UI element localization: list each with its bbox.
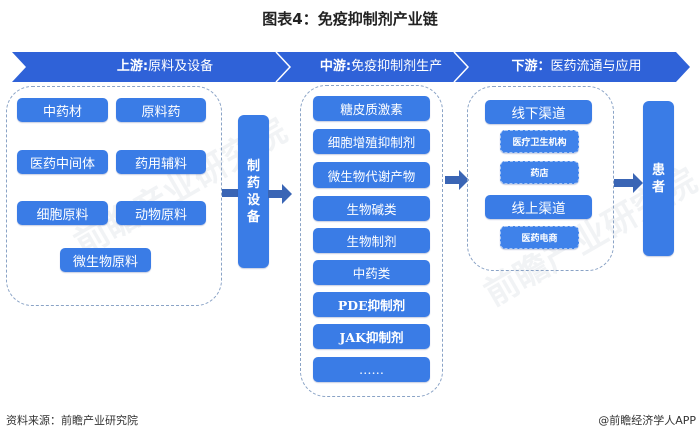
product-box: 中药类 bbox=[313, 260, 430, 285]
channel-item-box: 医疗卫生机构 bbox=[500, 130, 579, 153]
flow-arrow-right-icon bbox=[614, 173, 643, 193]
chart-title: 图表4：免疫抑制剂产业链 bbox=[262, 10, 438, 28]
source-note: 资料来源：前瞻产业研究院 bbox=[6, 414, 138, 427]
product-box: 糖皮质激素 bbox=[313, 96, 430, 121]
flow-arrow-right-icon bbox=[268, 184, 292, 204]
product-box: 微生物代谢产物 bbox=[313, 162, 430, 188]
equipment-box: 制 药 设 备 bbox=[238, 115, 269, 268]
banner-midstream-chevron bbox=[276, 52, 480, 82]
patient-char: 者 bbox=[651, 179, 665, 195]
material-box: 药用辅料 bbox=[116, 150, 206, 174]
channel-item-box: 医药电商 bbox=[500, 226, 579, 249]
upstream-panel bbox=[6, 86, 222, 306]
material-box: 中药材 bbox=[17, 98, 108, 122]
product-box: JAK抑制剂 bbox=[313, 324, 430, 349]
equipment-char: 设 bbox=[246, 192, 260, 208]
offline-channel-box: 线下渠道 bbox=[485, 100, 592, 124]
banner-downstream-label: 下游：医药流通与应用 bbox=[511, 59, 642, 74]
product-box: PDE抑制剂 bbox=[313, 292, 430, 317]
online-channel-box: 线上渠道 bbox=[485, 195, 592, 219]
flow-arrow-right-icon bbox=[445, 170, 469, 190]
product-box: 细胞增殖抑制剂 bbox=[313, 129, 430, 154]
material-box: 原料药 bbox=[116, 98, 206, 122]
downstream-panel bbox=[467, 86, 614, 271]
material-box: 医药中间体 bbox=[17, 150, 108, 174]
flow-arrow bbox=[222, 189, 240, 197]
material-box: 动物原料 bbox=[116, 201, 206, 225]
material-box: 微生物原料 bbox=[60, 248, 151, 272]
banner-midstream-label: 中游:免疫抑制剂生产 bbox=[319, 59, 443, 74]
equipment-char: 备 bbox=[246, 209, 260, 225]
product-box: …… bbox=[313, 357, 430, 382]
midstream-panel bbox=[300, 85, 443, 397]
banner-upstream-label: 上游:原料及设备 bbox=[116, 59, 214, 74]
equipment-char: 药 bbox=[246, 175, 260, 191]
material-box: 细胞原料 bbox=[17, 201, 108, 225]
product-box: 生物碱类 bbox=[313, 196, 430, 221]
product-box: 生物制剂 bbox=[313, 228, 430, 253]
equipment-char: 制 bbox=[246, 158, 260, 174]
patient-box: 患 者 bbox=[643, 101, 674, 256]
banner-downstream-chevron bbox=[454, 52, 690, 82]
patient-char: 患 bbox=[651, 162, 665, 178]
credit-note: @前瞻经济学人APP bbox=[598, 414, 696, 427]
channel-item-box: 药店 bbox=[500, 161, 579, 184]
stage-banner bbox=[12, 51, 690, 83]
banner-upstream-chevron bbox=[12, 52, 302, 82]
